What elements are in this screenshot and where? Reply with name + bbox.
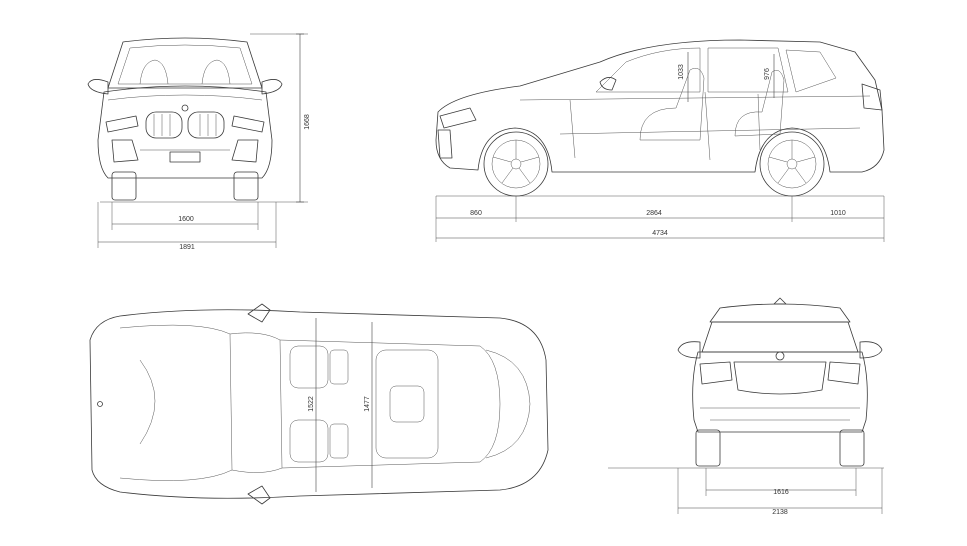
side-front-wheel xyxy=(483,131,549,197)
rear-headroom-label: 976 xyxy=(764,68,771,80)
side-length-dimensions: 860 2864 1010 4734 xyxy=(435,196,885,242)
rear-overhang-label: 1010 xyxy=(830,210,846,217)
front-headroom-label: 1033 xyxy=(678,64,685,80)
side-view-car-outline xyxy=(435,39,885,173)
rear-track-label: 1616 xyxy=(773,489,789,496)
front-overhang-label: 860 xyxy=(470,210,482,217)
front-height-label: 1668 xyxy=(304,114,311,130)
front-view-car-outline xyxy=(87,37,283,203)
rear-headroom-dimension: 976 xyxy=(764,54,775,98)
rear-width-label: 2138 xyxy=(772,509,788,516)
rear-width-dimension: 2138 xyxy=(677,468,883,516)
front-shoulder-label: 1522 xyxy=(308,396,315,412)
length-label: 4734 xyxy=(652,230,668,237)
front-shoulder-dimension: 1522 xyxy=(308,318,317,492)
rear-shoulder-label: 1477 xyxy=(364,396,371,412)
rear-shoulder-dimension: 1477 xyxy=(364,322,373,488)
front-width-dimension: 1891 xyxy=(97,202,277,251)
rear-track-dimension: 1616 xyxy=(705,468,857,496)
side-rear-wheel xyxy=(759,131,825,197)
front-view: 1668 1600 1891 xyxy=(87,33,311,251)
top-view-car-outline xyxy=(89,303,549,505)
front-headroom-dimension: 1033 xyxy=(678,52,689,102)
side-view: 1033 976 860 2864 1010 4734 xyxy=(435,39,885,242)
front-track-dimension: 1600 xyxy=(111,202,259,230)
front-track-label: 1600 xyxy=(178,216,194,223)
front-height-dimension: 1668 xyxy=(250,33,311,203)
top-view: 1522 1477 xyxy=(89,303,549,505)
rear-view-car-outline xyxy=(608,297,884,469)
wheelbase-label: 2864 xyxy=(646,210,662,217)
rear-view: 1616 2138 xyxy=(608,297,884,516)
front-width-label: 1891 xyxy=(179,244,195,251)
